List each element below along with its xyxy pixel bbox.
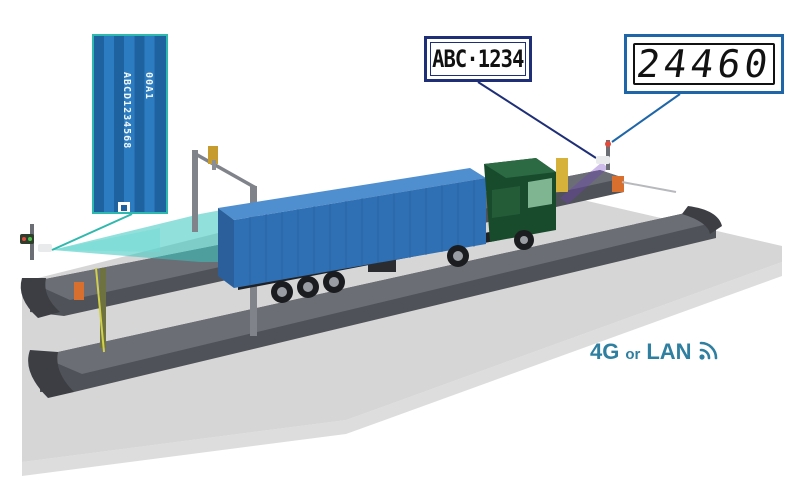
container-code-line-1: ABCD1234568 bbox=[121, 72, 132, 150]
weight-reading: 24460 bbox=[633, 42, 775, 86]
plate-inner-border bbox=[430, 42, 526, 76]
weight-display-panel: 24460 bbox=[624, 34, 784, 94]
ground-side bbox=[22, 262, 782, 476]
network-lan-text: LAN bbox=[646, 339, 692, 364]
container-code-line-2: 00A1 bbox=[143, 72, 154, 101]
plate-camera bbox=[477, 81, 608, 204]
license-plate-text: ABC·1234 bbox=[432, 45, 524, 73]
wifi-icon bbox=[698, 341, 717, 360]
front-weighbridge-platform bbox=[28, 206, 722, 398]
network-or-text: or bbox=[625, 346, 641, 363]
shipping-container bbox=[218, 168, 486, 288]
network-4g-text: 4G bbox=[590, 339, 620, 364]
barrier-gate bbox=[74, 267, 106, 353]
truck-cab bbox=[447, 158, 556, 267]
camera-beam-highlight bbox=[52, 228, 160, 252]
container-logo-icon bbox=[118, 202, 130, 212]
container-panel-connector bbox=[51, 213, 133, 251]
far-traffic-light bbox=[596, 93, 681, 193]
rear-traffic-light bbox=[20, 224, 52, 260]
network-label: 4G or LAN bbox=[590, 337, 720, 365]
container-code-zoom-panel: ABCD1234568 00A1 bbox=[92, 34, 168, 214]
license-plate-panel: ABC·1234 bbox=[424, 36, 532, 82]
weight-display-frame bbox=[633, 43, 775, 85]
